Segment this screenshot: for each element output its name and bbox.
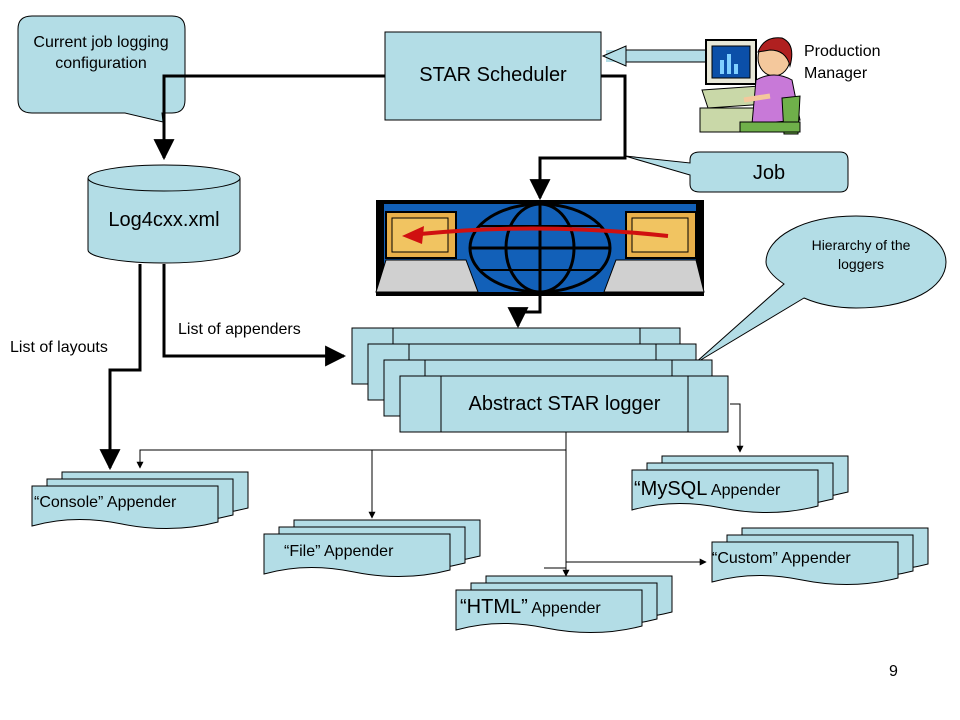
page-number: 9: [889, 663, 898, 680]
scheduler-to-config-line: [153, 74, 385, 161]
logger-fanout-lines: [136, 403, 744, 577]
file-appender-shape: [263, 519, 481, 577]
current-job-callout-text: Current job logging configuration: [33, 34, 169, 72]
custom-appender-label: “Custom” Appender: [712, 550, 851, 567]
layouts-line: [99, 264, 142, 471]
network-transfer-image: [375, 200, 705, 296]
html-appender-label-main: “HTML”: [460, 596, 528, 618]
appenders-edge-label: List of appenders: [178, 321, 301, 338]
network-to-logger-line: [507, 296, 542, 329]
mysql-appender-label: “MySQL Appender: [634, 478, 780, 501]
job-callout: [624, 151, 849, 193]
mysql-appender-label-main: “MySQL: [634, 478, 708, 500]
console-appender-label: “Console” Appender: [34, 494, 177, 511]
scheduler-to-network-line: [529, 74, 627, 201]
mysql-appender-label-sub: Appender: [710, 482, 781, 499]
console-appender-shape: [31, 471, 249, 529]
scheduler-box: [384, 31, 602, 121]
hierarchy-callout: [693, 215, 947, 365]
html-appender-label: “HTML” Appender: [460, 596, 601, 619]
job-callout-text: Job: [752, 162, 786, 184]
scheduler-label: STAR Scheduler: [419, 64, 567, 86]
production-manager-icon: [699, 37, 801, 135]
custom-appender-shape: [711, 527, 929, 585]
abstract-logger-label: Abstract STAR logger: [468, 393, 661, 415]
production-manager-label: Production Manager: [804, 43, 881, 82]
log4cxx-label: Log4cxx.xml: [108, 209, 220, 231]
log4cxx-cylinder: [87, 164, 241, 264]
layouts-edge-label: List of layouts: [10, 339, 108, 356]
appenders-line: [162, 264, 347, 367]
logger-stack: [351, 327, 729, 433]
manager-to-scheduler-arrowhead: [601, 45, 627, 67]
html-appender-label-sub: Appender: [531, 600, 601, 617]
hierarchy-callout-text: Hierarchy of the loggers: [811, 237, 911, 272]
html-appender-shape: [455, 575, 673, 633]
mysql-appender-shape: [631, 455, 849, 513]
file-appender-label: “File” Appender: [284, 543, 394, 560]
